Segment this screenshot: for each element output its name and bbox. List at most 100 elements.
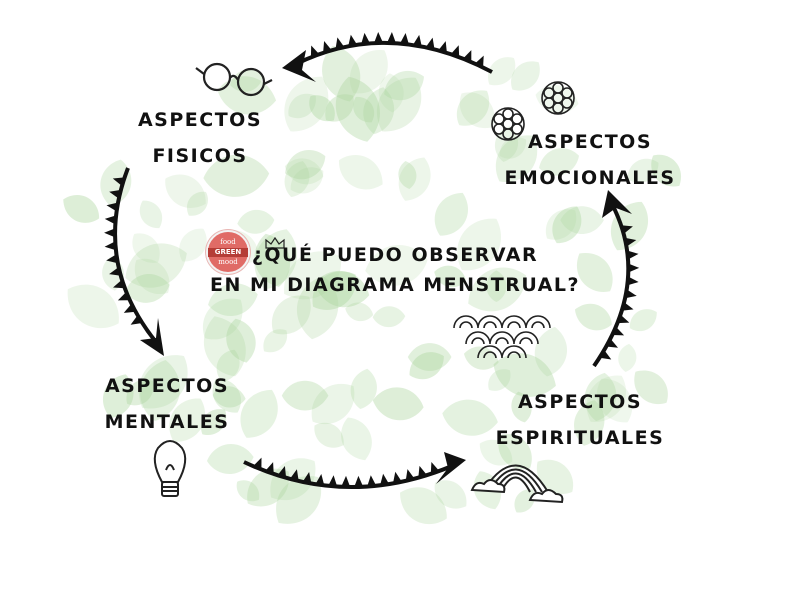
leaf-shape xyxy=(314,270,370,308)
arrow-tooth xyxy=(315,474,325,486)
arrow-tooth xyxy=(348,34,358,47)
arrow-tooth xyxy=(624,237,637,247)
arrow-tooth xyxy=(302,472,312,484)
lightbulb-icon xyxy=(153,440,187,497)
node-emocionales-line-2: EMOCIONALES xyxy=(504,167,676,189)
node-fisicos-line-2: FISICOS xyxy=(152,145,248,167)
leaf-shape xyxy=(377,77,422,132)
leaf-shape xyxy=(596,378,633,423)
node-fisicos-line-1: ASPECTOS xyxy=(137,109,263,131)
leaf-shape xyxy=(586,375,626,422)
logo-line-2: GREEN xyxy=(208,247,248,257)
leaf-shape xyxy=(290,167,324,194)
leaf-shape xyxy=(288,93,316,119)
arrow-tooth xyxy=(627,250,639,260)
leaf-shape xyxy=(212,386,246,408)
leaf-shape xyxy=(345,302,374,322)
leaf-shape xyxy=(459,92,495,129)
leaf-shape xyxy=(407,343,452,371)
leaf-shape xyxy=(398,157,431,201)
waves-doodle xyxy=(453,315,551,359)
leaf-shape xyxy=(574,303,612,331)
arrow-right xyxy=(592,190,640,368)
arrow-tooth xyxy=(367,475,377,487)
leaf-shape xyxy=(126,379,154,406)
leaf-shape xyxy=(263,329,288,353)
leaf-shape xyxy=(511,391,532,423)
leaf-shape xyxy=(165,174,206,208)
leaf-shape xyxy=(365,245,428,286)
leaf-shape xyxy=(254,229,297,290)
leaf-shape xyxy=(584,372,617,422)
leaf-shape xyxy=(574,400,605,446)
leaf-shape xyxy=(372,387,424,421)
title-line-2: EN MI DIAGRAMA MENSTRUAL? xyxy=(209,274,581,296)
leaf-shape xyxy=(493,353,556,397)
leaf-shape xyxy=(545,209,577,240)
arrow-tooth xyxy=(354,475,364,487)
leaf-shape xyxy=(203,298,243,340)
arrow-tooth xyxy=(400,33,409,45)
arrow-tooth xyxy=(106,254,118,264)
arrow-tooth xyxy=(393,471,402,484)
leaf-shape xyxy=(468,267,526,312)
arrow-tooth xyxy=(106,202,119,212)
arrow-tooth xyxy=(277,466,287,478)
leaf-shape xyxy=(203,154,270,197)
leaf-shape xyxy=(325,94,354,122)
leaf-shape xyxy=(125,243,187,288)
arrow-tooth xyxy=(612,326,625,336)
arrow-tooth xyxy=(265,462,274,474)
leaf-background xyxy=(63,45,681,524)
leaf-shape xyxy=(409,352,444,380)
glasses-icon xyxy=(195,62,273,97)
arrow-tooth xyxy=(387,32,396,44)
arrow-tooth xyxy=(335,37,345,50)
leaf-shape xyxy=(486,270,507,303)
leaf-shape xyxy=(335,76,380,142)
leaf-shape xyxy=(434,265,466,288)
arrow-tooth xyxy=(380,473,390,486)
leaf-shape xyxy=(577,252,613,293)
leaf-shape xyxy=(634,370,668,404)
arrow-tooth xyxy=(438,41,447,53)
leaf-shape xyxy=(511,61,540,91)
arrow-tooth xyxy=(474,55,484,68)
leaf-shape xyxy=(179,228,207,262)
arrow-tooth xyxy=(289,469,299,482)
leaf-shape xyxy=(63,195,100,223)
leaf-shape xyxy=(495,135,538,182)
leaf-shape xyxy=(442,399,498,436)
leaf-shape xyxy=(216,349,240,382)
leaf-shape xyxy=(434,192,468,236)
leaf-shape xyxy=(132,233,160,263)
diagram-title: ¿QUÉ PUEDO OBSERVAR EN MI DIAGRAMA MENST… xyxy=(200,240,590,300)
leaf-shape xyxy=(363,87,394,135)
leaf-shape xyxy=(237,209,275,234)
leaf-shape xyxy=(349,50,388,94)
leaf-shape xyxy=(236,480,260,502)
node-aspectos-emocionales: ASPECTOS EMOCIONALES xyxy=(500,124,680,196)
arrow-tooth xyxy=(112,177,125,186)
leaf-shape xyxy=(651,154,681,187)
crown-icon xyxy=(265,236,285,249)
arrow-tooth xyxy=(412,34,422,47)
leaf-shape xyxy=(539,148,579,176)
rainbow-icon xyxy=(470,464,564,504)
arrow-tooth xyxy=(628,263,640,273)
arrow-tooth xyxy=(341,475,351,487)
leaf-shape xyxy=(560,206,604,234)
arrow-tooth xyxy=(627,276,639,286)
arrow-tooth xyxy=(113,279,125,289)
leaf-shape xyxy=(285,149,326,180)
node-aspectos-mentales: ASPECTOS MENTALES xyxy=(92,368,242,440)
leaf-shape xyxy=(311,383,355,425)
arrow-tooth xyxy=(418,465,427,478)
arrow-tooth xyxy=(463,50,472,62)
arrow-tooth xyxy=(621,302,634,311)
leaf-shape xyxy=(384,70,424,101)
node-mentales-line-1: ASPECTOS xyxy=(104,375,230,397)
leaf-shape xyxy=(457,218,501,271)
leaf-shape xyxy=(488,57,516,86)
arrow-tooth xyxy=(617,314,630,324)
